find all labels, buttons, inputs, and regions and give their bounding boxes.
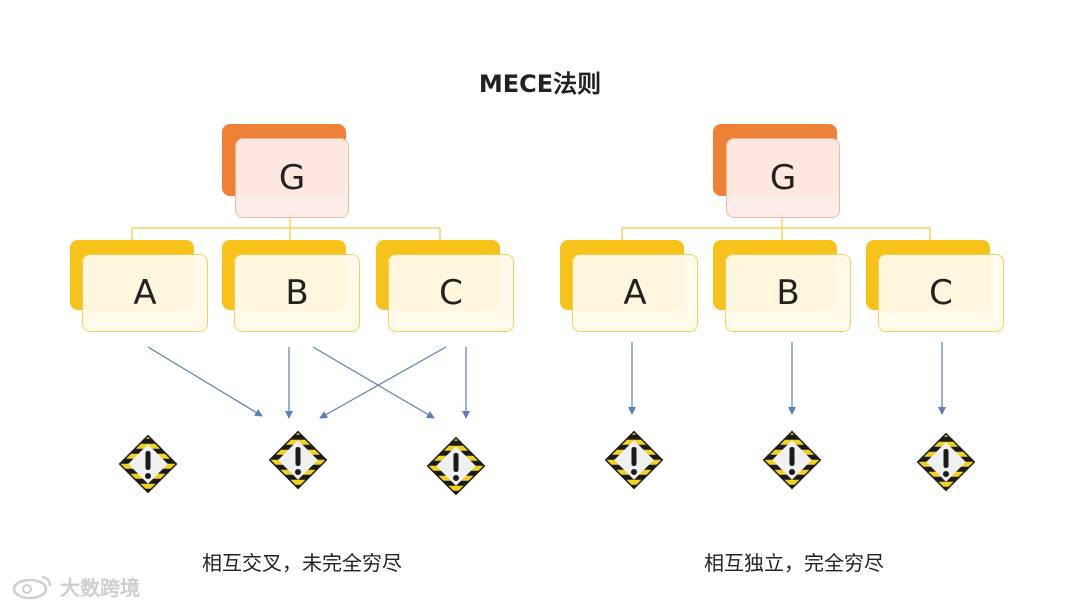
warning-sign-icon (424, 434, 488, 498)
left-arrows (147, 346, 470, 419)
left-child-c: C (376, 240, 516, 332)
left-child-b-label: B (234, 254, 360, 332)
left-child-a-label: A (82, 254, 208, 332)
watermark-text: 大数跨境 (60, 576, 140, 600)
right-arrows (628, 342, 946, 415)
right-root-label: G (726, 138, 840, 218)
warning-sign-icon (602, 428, 666, 492)
right-tree-lines (621, 215, 931, 240)
right-child-b: B (713, 240, 853, 332)
diagram-title: MECE法则 (478, 70, 602, 98)
warning-sign-icon (914, 430, 978, 494)
right-child-c-label: C (878, 254, 1004, 332)
weibo-logo-icon (12, 575, 52, 599)
left-child-c-label: C (388, 254, 514, 332)
right-caption: 相互独立，完全穷尽 (704, 551, 884, 575)
right-child-b-label: B (725, 254, 851, 332)
left-child-b: B (222, 240, 362, 332)
right-root-node: G (713, 124, 853, 218)
left-child-a: A (70, 240, 210, 332)
warning-sign-icon (760, 428, 824, 492)
right-child-c: C (866, 240, 1006, 332)
right-child-a-label: A (572, 254, 698, 332)
left-root-label: G (235, 138, 349, 218)
warning-sign-icon (116, 432, 180, 496)
watermark: 大数跨境 (10, 572, 140, 601)
left-caption: 相互交叉，未完全穷尽 (202, 551, 402, 575)
right-child-a: A (560, 240, 700, 332)
warning-sign-icon (266, 428, 330, 492)
left-root-node: G (222, 124, 362, 218)
left-tree-lines (131, 215, 441, 240)
